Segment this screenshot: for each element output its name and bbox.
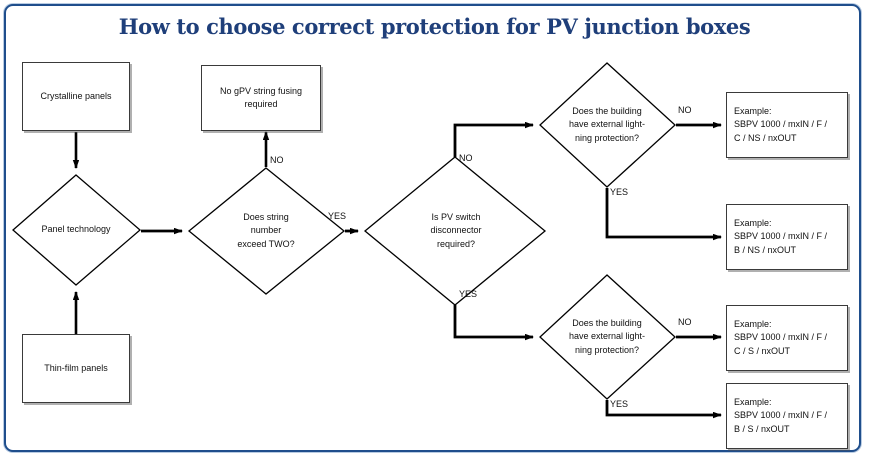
node-example-4-line-3: B / S / nxOUT bbox=[734, 423, 790, 434]
edge-lightning-top-yes-to-example-2 bbox=[605, 188, 722, 241]
edge-pv-switch-yes-to-lightning-bottom bbox=[453, 305, 534, 341]
node-example-2[interactable]: Example: SBPV 1000 / mxIN / F / B / NS /… bbox=[726, 204, 848, 270]
diamond-lightning-top bbox=[539, 62, 676, 188]
node-crystalline-panels[interactable]: Crystalline panels bbox=[22, 62, 130, 131]
node-example-1-text: Example: SBPV 1000 / mxIN / F / C / NS /… bbox=[734, 105, 827, 144]
node-no-gpv-string-fusing[interactable]: No gPV string fusing required bbox=[201, 65, 321, 131]
node-example-1[interactable]: Example: SBPV 1000 / mxIN / F / C / NS /… bbox=[726, 92, 848, 158]
diamond-string-number bbox=[187, 167, 346, 295]
edge-label-pv-switch-no: NO bbox=[459, 153, 473, 163]
node-example-2-text: Example: SBPV 1000 / mxIN / F / B / NS /… bbox=[734, 217, 827, 256]
node-example-3-line-2: SBPV 1000 / mxIN / F / bbox=[734, 332, 828, 343]
page-title: How to choose correct protection for PV … bbox=[118, 14, 751, 39]
node-example-2-line-1: Example: bbox=[734, 218, 772, 229]
node-example-1-line-3: C / NS / nxOUT bbox=[734, 132, 797, 143]
edge-label-lightning-bottom-yes: YES bbox=[610, 399, 629, 409]
node-example-3-text: Example: SBPV 1000 / mxIN / F / C / S / … bbox=[734, 318, 827, 357]
node-crystalline-panels-label: Crystalline panels bbox=[40, 90, 112, 101]
edge-label-lightning-top-yes: YES bbox=[610, 187, 629, 197]
diamond-panel-technology bbox=[12, 174, 141, 286]
node-example-1-line-1: Example: bbox=[734, 106, 772, 117]
node-no-gpv-string-fusing-label: No gPV string fusing required bbox=[219, 85, 303, 109]
node-thin-film-panels-label: Thin-film panels bbox=[44, 362, 108, 373]
edge-label-pv-switch-yes: YES bbox=[459, 289, 478, 299]
node-example-1-line-2: SBPV 1000 / mxIN / F / bbox=[734, 119, 828, 130]
edge-lightning-bottom-yes-to-example-4 bbox=[605, 400, 722, 419]
diamond-pv-switch bbox=[363, 156, 547, 306]
node-example-3[interactable]: Example: SBPV 1000 / mxIN / F / C / S / … bbox=[726, 305, 848, 371]
node-thin-film-panels[interactable]: Thin-film panels bbox=[22, 334, 130, 403]
node-example-4-text: Example: SBPV 1000 / mxIN / F / B / S / … bbox=[734, 396, 827, 435]
edge-pv-switch-no-to-lightning-top bbox=[453, 121, 534, 157]
node-example-4-line-1: Example: bbox=[734, 397, 772, 408]
edge-label-lightning-bottom-no: NO bbox=[678, 317, 692, 327]
node-example-2-line-3: B / NS / nxOUT bbox=[734, 244, 797, 255]
node-example-3-line-3: C / S / nxOUT bbox=[734, 345, 791, 356]
node-example-4-line-2: SBPV 1000 / mxIN / F / bbox=[734, 410, 828, 421]
node-example-3-line-1: Example: bbox=[734, 319, 772, 330]
edge-label-string-number-yes: YES bbox=[328, 211, 347, 221]
node-example-4[interactable]: Example: SBPV 1000 / mxIN / F / B / S / … bbox=[726, 383, 848, 449]
edge-label-string-number-no: NO bbox=[270, 155, 284, 165]
edge-label-lightning-top-no: NO bbox=[678, 105, 692, 115]
diamond-lightning-bottom bbox=[539, 274, 676, 400]
node-example-2-line-2: SBPV 1000 / mxIN / F / bbox=[734, 231, 828, 242]
